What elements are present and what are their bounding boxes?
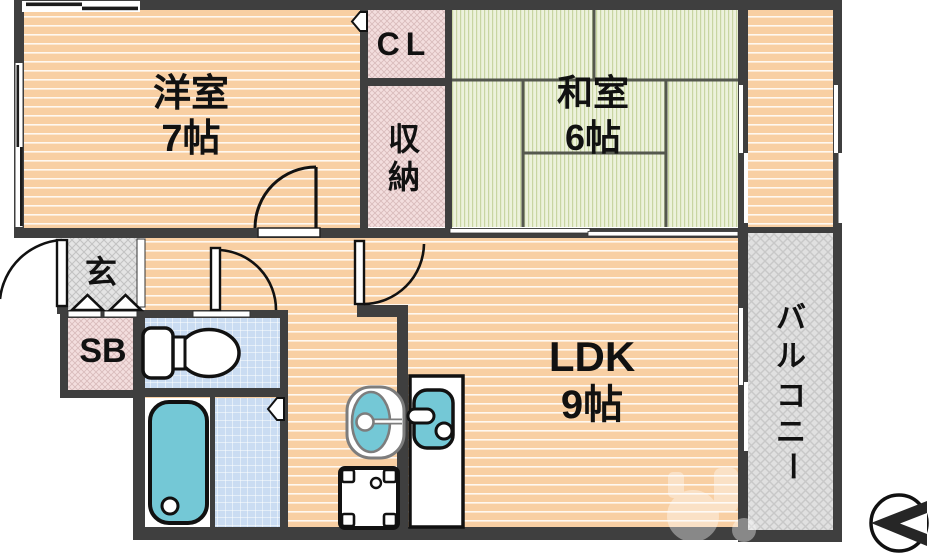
wall-western-closet [360, 10, 368, 228]
balcony-char-1: バ [776, 302, 806, 335]
balcony-label: バ ル コ ニ ー [775, 302, 808, 481]
bathroom-door-arrow [266, 397, 285, 421]
closet-cl-label: CL [377, 26, 432, 62]
balcony-char-4: ニ [776, 416, 806, 449]
shoebox-sill-a [67, 310, 102, 318]
window-top-left-sash-b [82, 6, 138, 11]
wall-entrance-stub [57, 304, 68, 314]
entrance-step-edge [136, 238, 146, 308]
western-door-arc [253, 165, 317, 229]
room-labels: 洋室 7帖 CL 収 納 和室 6帖 LDK 9帖 玄 SB バ ル コ ニ ー [79, 26, 808, 481]
washbasin-faucet [355, 412, 375, 432]
storage-label-char2: 納 [388, 159, 420, 195]
washroom-door-arc [363, 243, 426, 306]
storage-floor [368, 86, 445, 227]
window-top-left [22, 1, 140, 12]
washing-machine-corner [340, 512, 356, 528]
wall-ldk-balcony [738, 233, 748, 540]
washing-machine-corner [382, 512, 398, 528]
wall-bottom [133, 527, 748, 540]
bathroom-tile-floor [215, 398, 280, 527]
balcony-glass-door-b [744, 382, 748, 451]
toilet-door-leaf [209, 246, 222, 312]
western-room-size: 7帖 [161, 118, 220, 160]
western-room-label: 洋室 [153, 72, 229, 115]
window-japanese-strip-b [744, 153, 748, 223]
wall-washroom-ldk-h [357, 305, 405, 317]
washing-machine-corner [340, 468, 356, 484]
shoebox-floor [68, 318, 140, 390]
fixtures [68, 293, 465, 530]
kitchen-faucet [406, 407, 436, 425]
window-strip-right-a [834, 85, 838, 153]
toilet-door-arc [219, 248, 278, 311]
wall-tub-divider [210, 397, 215, 527]
balcony-char-2: ル [776, 340, 806, 373]
wall-bath-right [280, 310, 288, 540]
closet-cl-floor [368, 10, 445, 78]
japanese-room-label: 和室 [557, 72, 629, 113]
window-left-sash-a [16, 65, 20, 147]
watermark-logo [667, 468, 756, 542]
balcony-char-3: コ [776, 380, 806, 413]
washing-machine-valve [369, 476, 383, 490]
doorsill-toilet [192, 310, 251, 318]
bathtub-drain [160, 496, 180, 516]
bathtub [148, 400, 209, 525]
entrance-label: 玄 [85, 254, 117, 290]
side-strip-floor [748, 10, 833, 227]
storage-label-char1: 収 [388, 121, 420, 157]
entrance-step-mark-left [68, 293, 107, 312]
windows-and-openings [15, 1, 843, 451]
wall-balcony-top [738, 227, 842, 233]
washroom-door-leaf [353, 239, 366, 306]
entrance-step-mark-right [106, 293, 145, 312]
window-japanese-strip-a [739, 85, 743, 153]
entrance-door-leaf [55, 238, 69, 308]
entrance-door-arc [0, 238, 63, 300]
window-left-sash-b [20, 147, 23, 226]
ldk-label: LDK [549, 333, 635, 380]
wall-toilet-bath [133, 388, 288, 397]
balcony-char-5: ー [775, 451, 808, 481]
shoebox-sill-b [103, 310, 138, 318]
western-room-floor [24, 10, 360, 228]
wall-shoebox-bottom [60, 390, 145, 398]
washing-machine-corner [382, 468, 398, 484]
sliding-door-japanese-a [449, 228, 591, 234]
washing-machine [338, 466, 400, 530]
tatami-joint-lines [452, 10, 738, 227]
wall-entrance-shoebox [60, 310, 145, 318]
wall-shoebox-left [60, 310, 68, 398]
wall-balcony-right [833, 227, 842, 542]
window-strip-right-b [838, 153, 843, 223]
toilet-tank [141, 326, 175, 380]
wall-top [14, 0, 842, 10]
wall-mid-band [14, 228, 748, 238]
balcony-floor [748, 233, 833, 530]
doorsill-western [257, 227, 321, 238]
toilet-bowl [177, 327, 241, 379]
sliding-door-japanese-b [587, 231, 739, 237]
wall-balcony-bottom [738, 530, 842, 542]
wall-closet-japanese [445, 10, 452, 228]
shoebox-label: SB [79, 332, 126, 370]
wall-cl-storage [368, 78, 445, 86]
kitchen-drain [434, 421, 454, 441]
balcony-glass-door-a [739, 308, 743, 385]
closet-door-arrow [350, 11, 368, 32]
ldk-size: 9帖 [561, 383, 623, 427]
door-symbols [0, 11, 426, 421]
window-top-left-sash-a [26, 2, 82, 7]
compass-icon [869, 493, 929, 553]
japanese-room-size: 6帖 [565, 117, 621, 158]
